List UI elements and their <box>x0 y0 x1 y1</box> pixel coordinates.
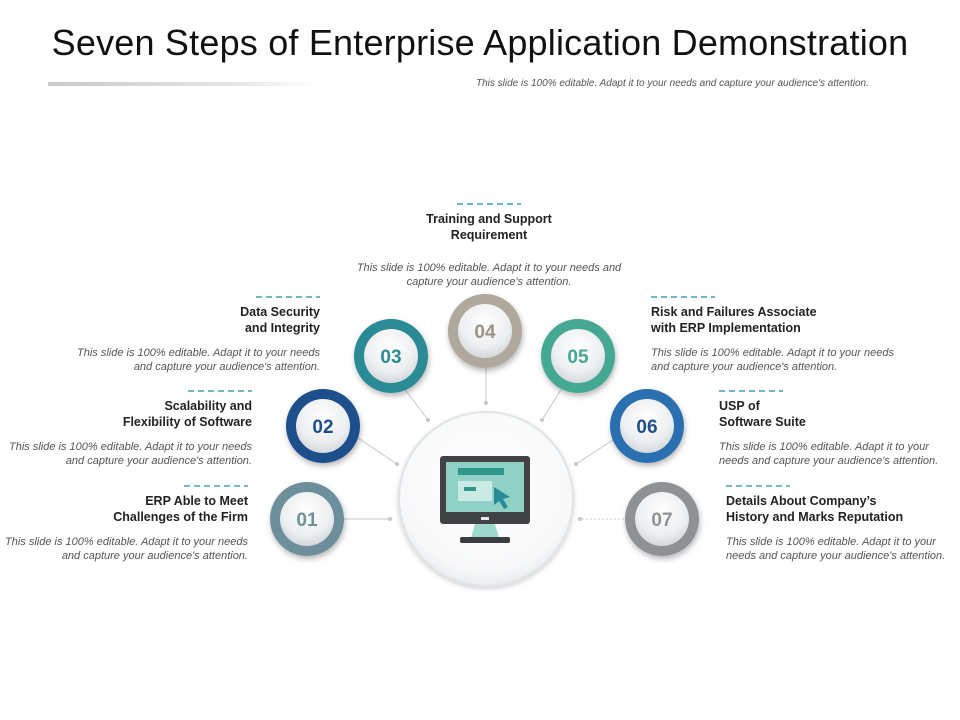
step-text-05: Risk and Failures Associate with ERP Imp… <box>651 296 911 374</box>
step-number-04: 04 <box>474 322 496 343</box>
step-text-02: Scalability and Flexibility of Software … <box>0 390 252 468</box>
step-circle-05: 05 <box>541 319 615 393</box>
slide-title: Seven Steps of Enterprise Application De… <box>51 22 909 63</box>
step-desc-07: This slide is 100% editable. Adapt it to… <box>726 536 946 562</box>
step-text-03: Data Security and Integrity This slide i… <box>60 296 320 374</box>
step-circle-03: 03 <box>354 319 428 393</box>
step-title-05: Risk and Failures Associate with ERP Imp… <box>651 305 817 335</box>
step-desc-01: This slide is 100% editable. Adapt it to… <box>5 536 248 562</box>
step-title-07: Details About Company’s History and Mark… <box>726 494 904 524</box>
connector-05 <box>541 387 563 421</box>
step-text-01: ERP Able to Meet Challenges of the Firm … <box>0 485 248 563</box>
step-number-01: 01 <box>296 510 318 531</box>
connector-03 <box>403 387 429 421</box>
slide-subtitle: This slide is 100% editable. Adapt it to… <box>476 78 869 89</box>
step-desc-04: This slide is 100% editable. Adapt it to… <box>356 262 622 288</box>
step-title-06: USP of Software Suite <box>719 399 806 429</box>
step-circle-01: 01 <box>270 482 344 556</box>
step-title-02: Scalability and Flexibility of Software <box>122 399 252 429</box>
connector-06 <box>575 439 614 465</box>
step-number-02: 02 <box>312 417 333 438</box>
step-text-06: USP of Software Suite This slide is 100%… <box>719 390 959 468</box>
title-underline <box>48 82 318 86</box>
step-desc-05: This slide is 100% editable. Adapt it to… <box>651 347 894 373</box>
step-circle-07: 07 <box>625 482 699 556</box>
dash-decoration <box>188 390 252 392</box>
step-text-07: Details About Company’s History and Mark… <box>726 485 960 563</box>
dash-decoration <box>719 390 783 392</box>
step-circle-02: 02 <box>286 389 360 463</box>
step-number-05: 05 <box>567 347 589 368</box>
dash-decoration <box>651 296 715 298</box>
computer-monitor-cursor-icon <box>440 456 530 543</box>
dash-decoration <box>256 296 320 298</box>
step-circle-04: 04 <box>448 294 522 368</box>
step-number-03: 03 <box>380 347 401 368</box>
step-number-07: 07 <box>651 510 672 531</box>
step-text-04: Training and Support Requirement This sl… <box>354 203 624 289</box>
connectors <box>340 367 624 521</box>
step-number-06: 06 <box>636 417 657 438</box>
step-title-04: Training and Support Requirement <box>426 212 552 242</box>
dash-decoration <box>726 485 790 487</box>
step-title-01: ERP Able to Meet Challenges of the Firm <box>113 494 248 524</box>
step-title-03: Data Security and Integrity <box>240 305 320 335</box>
connector-02 <box>357 437 398 465</box>
step-desc-03: This slide is 100% editable. Adapt it to… <box>77 347 320 373</box>
dash-decoration <box>457 203 521 205</box>
step-desc-02: This slide is 100% editable. Adapt it to… <box>9 441 252 467</box>
dash-decoration <box>184 485 248 487</box>
step-desc-06: This slide is 100% editable. Adapt it to… <box>719 441 939 467</box>
step-circle-06: 06 <box>610 389 684 463</box>
